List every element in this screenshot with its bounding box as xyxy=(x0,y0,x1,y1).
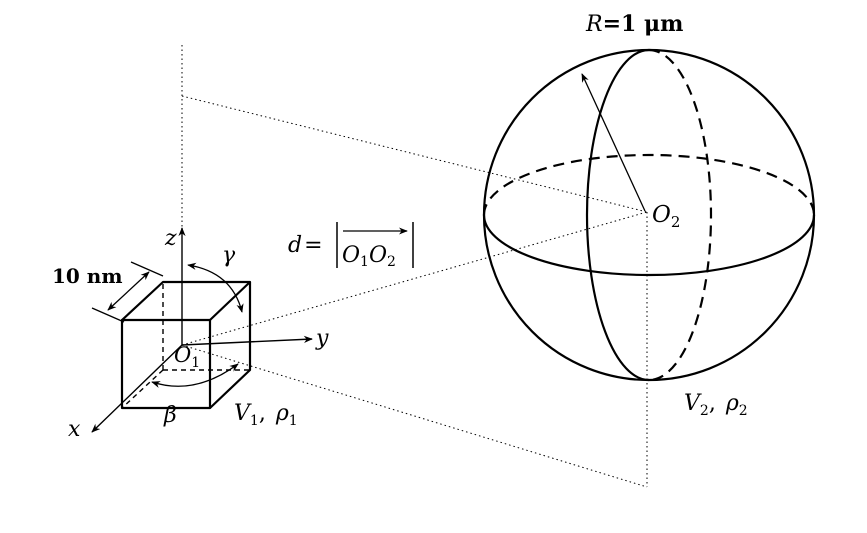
sphere xyxy=(482,48,816,382)
rotation-arcs xyxy=(151,262,244,388)
bottom-projection-line xyxy=(181,344,648,488)
v1-rho1-label: V1,ρ1 xyxy=(234,401,298,429)
y-axis-label: y xyxy=(315,326,329,351)
o2-label: O2 xyxy=(652,202,680,231)
edge-length-label: 10 nm xyxy=(52,264,123,288)
edge-dimension-arrow xyxy=(107,271,150,311)
y-axis-arrow xyxy=(181,335,313,346)
v2-rho2-label: V2,ρ2 xyxy=(684,391,748,419)
distance-vector-label: O1O2 xyxy=(342,243,396,270)
radius-arrow xyxy=(581,73,646,212)
axes xyxy=(91,227,313,433)
edge-dimension xyxy=(91,261,164,323)
o1-label: O1 xyxy=(174,343,200,371)
gamma-arc xyxy=(187,262,244,313)
radius-label: R=1 μm xyxy=(585,11,683,37)
cube-hidden-edge xyxy=(121,369,164,409)
x-axis-arrow xyxy=(91,344,183,433)
gamma-label: γ xyxy=(222,243,236,268)
equator-front xyxy=(482,214,816,277)
center-projection-line xyxy=(181,211,648,346)
beta-label: β xyxy=(163,403,177,428)
meridian-back xyxy=(648,48,713,382)
edge-extension-line xyxy=(91,307,125,323)
distance-label: d= xyxy=(288,233,323,258)
x-axis-label: x xyxy=(68,417,81,442)
edge-extension-line xyxy=(130,261,164,277)
top-projection-line xyxy=(181,95,648,213)
sphere-outline xyxy=(482,48,816,382)
equator-back xyxy=(482,153,816,216)
beta-arc xyxy=(151,363,239,388)
cube-right-face xyxy=(209,282,252,409)
distance-notation xyxy=(336,222,414,268)
meridian-front xyxy=(585,48,650,382)
z-axis-label: z xyxy=(164,226,177,251)
